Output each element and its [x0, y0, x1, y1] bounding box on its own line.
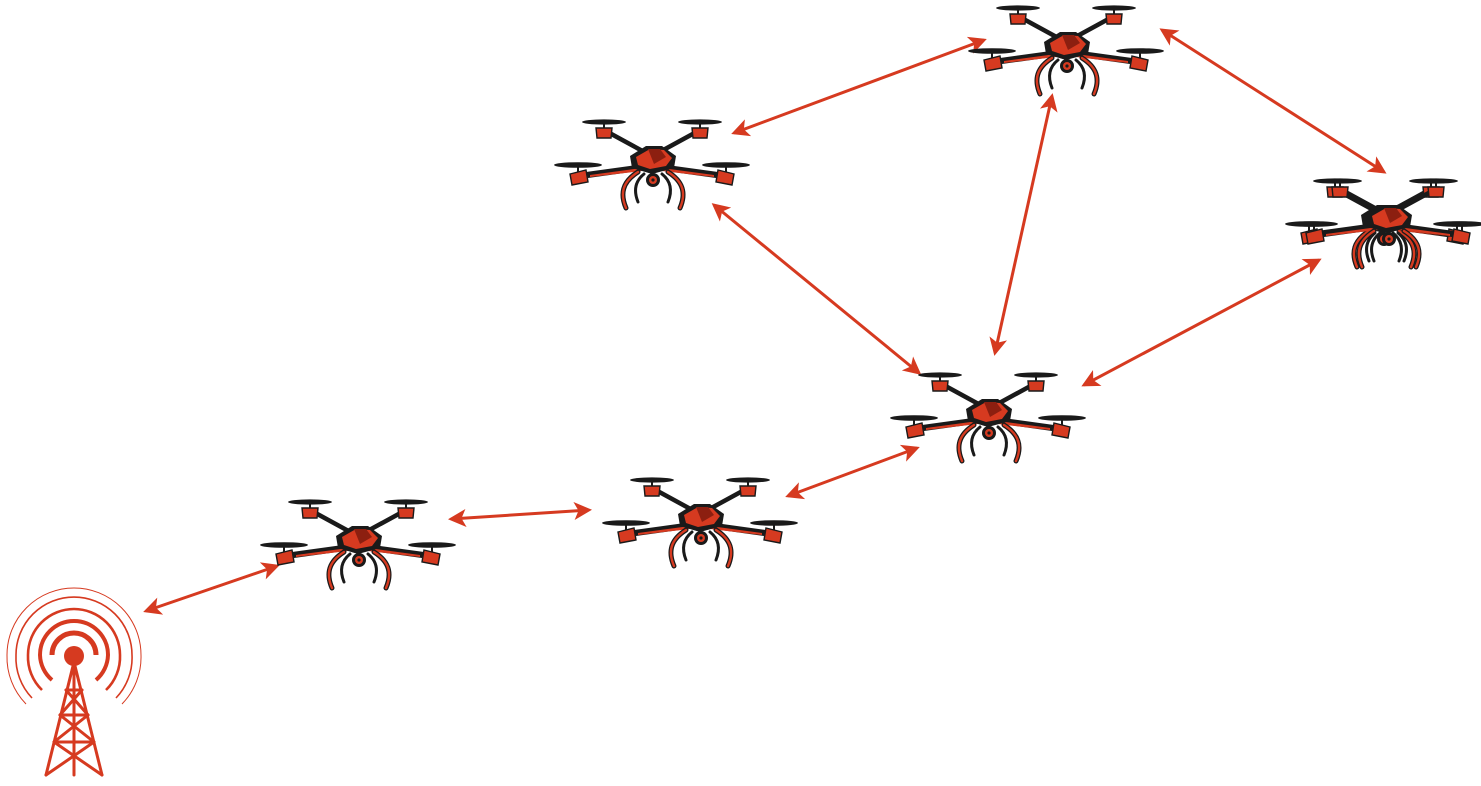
link-arrow-d4-d5 — [731, 36, 987, 137]
drone-icon-d7 — [1290, 178, 1481, 267]
link-arrow-d1-d2 — [448, 501, 592, 528]
drone-icon-d5 — [968, 5, 1164, 94]
tower-structure — [44, 660, 104, 777]
link-arrow-d3-d5 — [989, 93, 1058, 356]
link-arrow-d3-d4 — [711, 203, 922, 375]
drone-icon-d2 — [602, 477, 798, 566]
link-arrow-d5-d7 — [1159, 28, 1387, 174]
link-arrow-d2-d3 — [785, 444, 920, 500]
radio-tower-icon — [6, 587, 142, 777]
drones-layer — [260, 5, 1481, 588]
antenna-tip — [64, 646, 84, 666]
link-arrow-tower-d1 — [143, 562, 280, 615]
drone-icon-d1 — [260, 499, 456, 588]
drone-icon-d3 — [890, 372, 1086, 461]
link-arrow-d3-d6 — [1081, 258, 1322, 387]
signal-waves — [6, 587, 142, 705]
links-layer — [143, 28, 1387, 615]
drone-icon-d4 — [554, 119, 750, 208]
